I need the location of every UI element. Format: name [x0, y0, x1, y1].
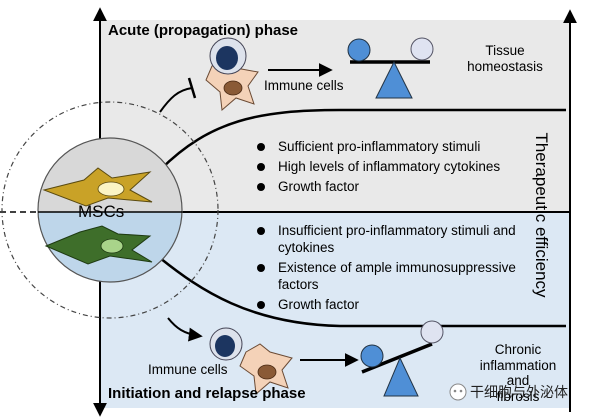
acute-outcome-line-1: Tissue [485, 43, 525, 58]
balance-scale-top [347, 37, 434, 99]
acute-bullet-list: Sufficient pro-inflammatory stimuli High… [254, 138, 500, 198]
relapse-bullet-line: Insufficient pro-inflammatory stimuli an… [278, 223, 516, 238]
relapse-outcome-label: Chronic inflammation and fibrosis [470, 342, 566, 404]
watermark-text: 干细胞与外泌体 [470, 384, 568, 400]
relapse-outcome-line-3: fibrosis [496, 388, 540, 404]
acute-phase-title: Acute (propagation) phase [108, 22, 299, 39]
relapse-bullet: Existence of ample immunosuppressive fac… [254, 259, 516, 293]
balance-scale-bottom [360, 320, 444, 397]
relapse-bullet: Growth factor [254, 296, 516, 313]
acute-bullet: Growth factor [254, 178, 500, 195]
wechat-logo [449, 383, 467, 401]
relapse-outcome-line-2: inflammation and [479, 357, 557, 389]
relapse-efficiency-curve [159, 257, 566, 328]
acute-phase-panel [100, 20, 570, 212]
relapse-bullet-list: Insufficient pro-inflammatory stimuli an… [254, 222, 516, 316]
relapse-bullet-line: Growth factor [278, 297, 360, 312]
relapse-immune-label: Immune cells [148, 362, 228, 377]
acute-bullet: High levels of inflammatory cytokines [254, 158, 500, 175]
relapse-activation-arrow [167, 317, 203, 342]
acute-outcome-label: Tissue homeostasis [455, 43, 555, 74]
inhibition-bar [187, 77, 197, 99]
therapeutic-efficiency-axis-label: Therapeutic efficiency [532, 132, 551, 298]
inhibition-arrow [159, 87, 193, 113]
acute-immune-label: Immune cells [264, 78, 344, 93]
relapse-phase-panel [100, 212, 570, 408]
msc-cell-green [44, 225, 153, 265]
msc-cell-yellow [42, 167, 153, 207]
relapse-bullet-line: cytokines [278, 240, 335, 255]
relapse-bullet-line: Existence of ample immunosuppressive [278, 260, 516, 275]
immune-cells-bottom [209, 327, 293, 395]
acute-outcome-line-2: homeostasis [467, 58, 543, 74]
relapse-bullet: Insufficient pro-inflammatory stimuli an… [254, 222, 516, 256]
relapse-outcome-line-1: Chronic [494, 342, 542, 357]
acute-bullet: Sufficient pro-inflammatory stimuli [254, 138, 500, 155]
msc-label: MSCs [78, 202, 125, 221]
relapse-bullet-line: factors [278, 277, 319, 292]
acute-efficiency-curve [159, 108, 566, 171]
relapse-phase-title: Initiation and relapse phase [108, 385, 306, 402]
immune-cells-top [205, 37, 259, 111]
